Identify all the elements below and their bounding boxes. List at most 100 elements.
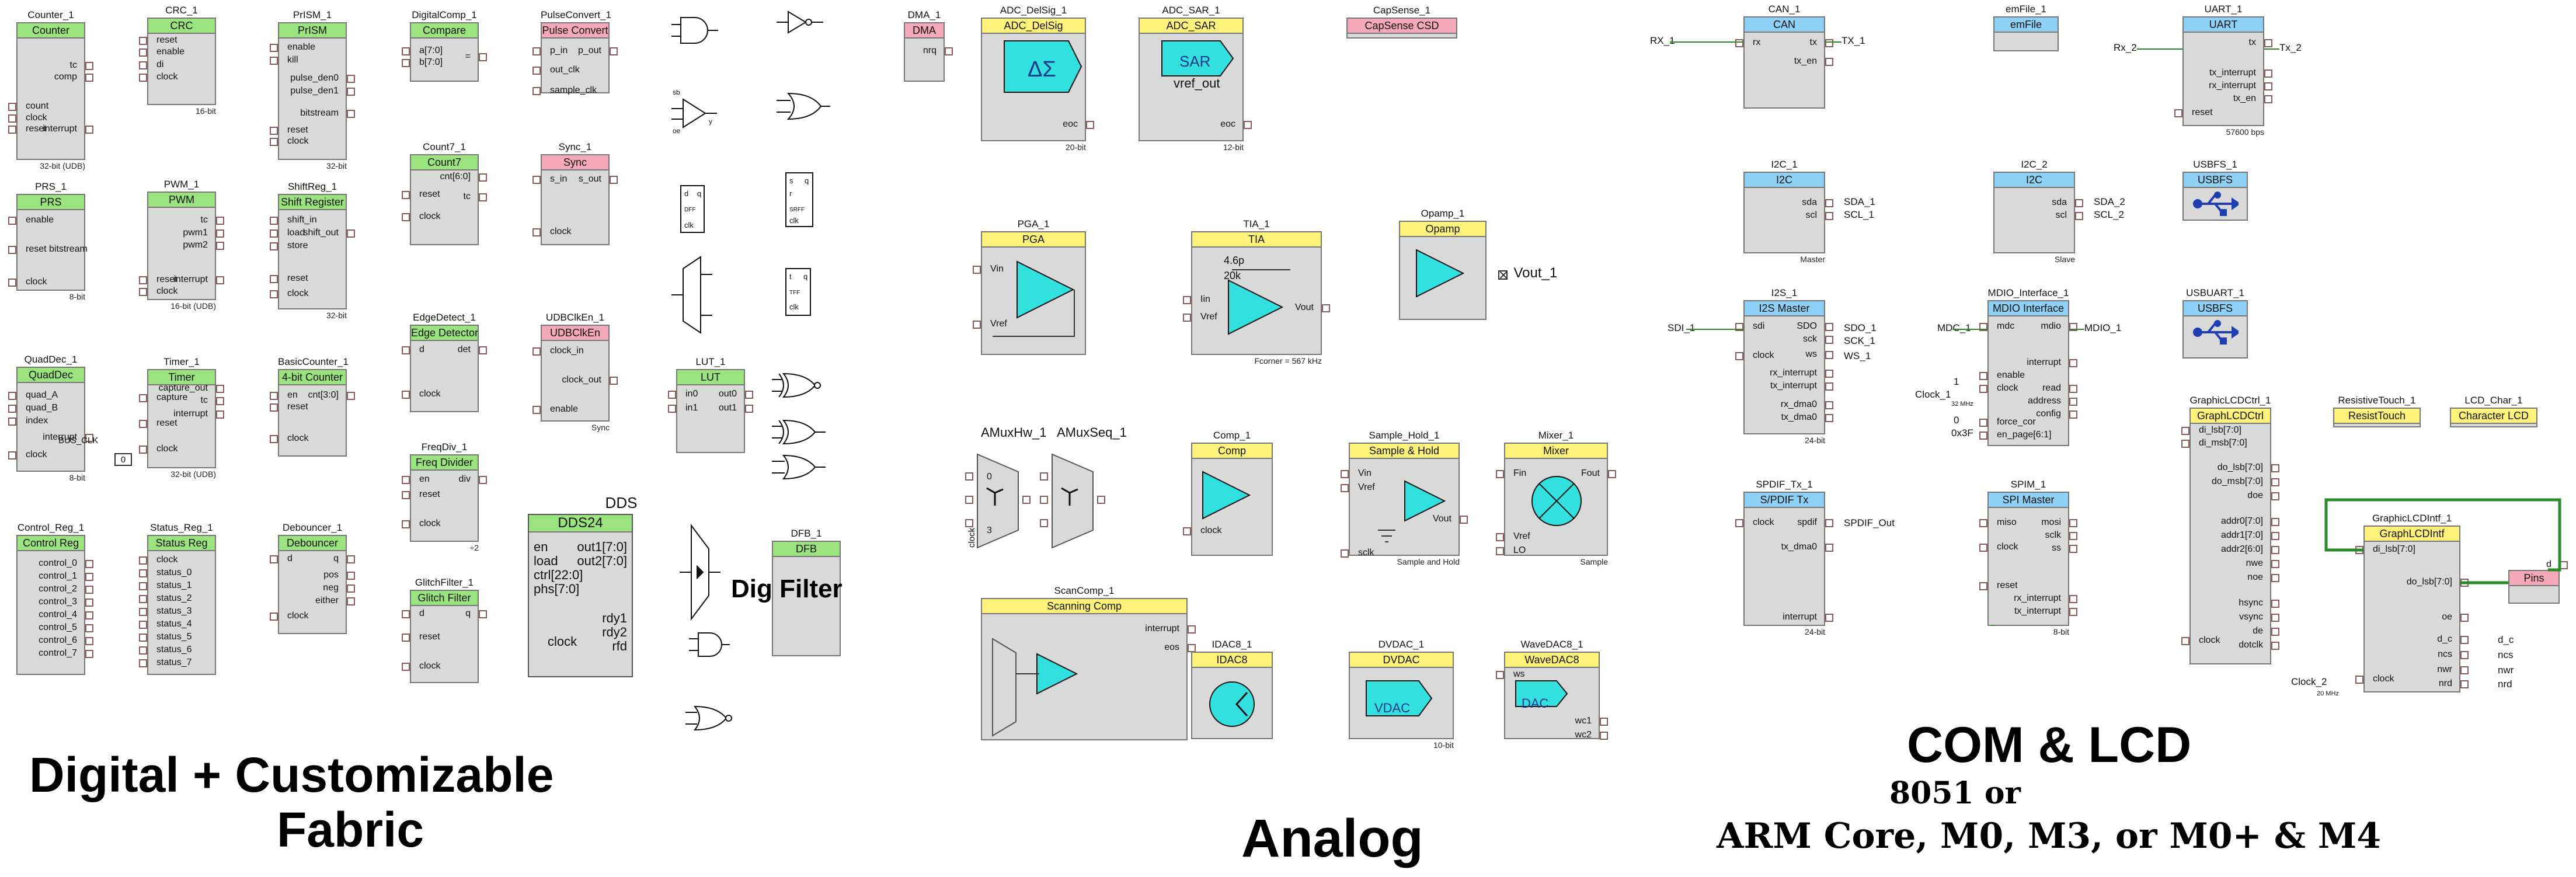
lut-terminal-right[interactable] [745, 391, 753, 399]
ext-rx1[interactable]: RX_1 [1650, 35, 1675, 46]
ext-zero[interactable]: 0 [1954, 415, 1959, 426]
statusreg-terminal-left[interactable] [139, 556, 147, 565]
timer-terminal-left[interactable] [139, 446, 147, 454]
timer-terminal-left[interactable] [139, 420, 147, 428]
lut-terminal-left[interactable] [668, 391, 676, 399]
glitchfilter-terminal-right[interactable] [479, 610, 487, 618]
mdio-terminal-right[interactable] [2069, 410, 2077, 419]
basiccounter-terminal-left[interactable] [270, 392, 278, 400]
compare-terminal-left[interactable] [402, 59, 410, 67]
uart-terminal-right[interactable] [2264, 39, 2272, 47]
ext-nwr[interactable]: nwr [2498, 664, 2514, 676]
controlreg-terminal-right[interactable] [85, 624, 93, 632]
wavedac8-terminal-left[interactable] [1496, 671, 1504, 679]
debouncer-terminal-left[interactable] [270, 612, 278, 621]
pwm-terminal-left[interactable] [139, 288, 147, 296]
counter-terminal-right[interactable] [85, 62, 93, 70]
samplehold-terminal-left[interactable] [1341, 484, 1349, 492]
spim-terminal-right[interactable] [2069, 519, 2077, 527]
glcdctrl-terminal-right[interactable] [2271, 518, 2279, 526]
ext-ws1[interactable]: WS_1 [1844, 350, 1871, 361]
samplehold-terminal-right[interactable] [1460, 516, 1468, 524]
spim-terminal-left[interactable] [1979, 582, 1987, 590]
tia-terminal-left[interactable] [1183, 296, 1191, 304]
counter-terminal-right[interactable] [85, 74, 93, 82]
edgedetect-terminal-left[interactable] [402, 391, 410, 399]
glcdctrl-terminal-right[interactable] [2271, 574, 2279, 582]
counter-terminal-right[interactable] [85, 126, 93, 134]
glcdctrl-terminal-right[interactable] [2271, 560, 2279, 568]
i2s-terminal-right[interactable] [1825, 414, 1833, 422]
ext-scl1[interactable]: SCL_1 [1844, 209, 1874, 220]
udbclken-terminal-left[interactable] [532, 406, 541, 414]
statusreg-terminal-left[interactable] [139, 646, 147, 655]
uart-terminal-right[interactable] [2264, 69, 2272, 78]
glcdctrl-terminal-right[interactable] [2271, 492, 2279, 500]
controlreg-terminal-right[interactable] [85, 598, 93, 607]
wavedac8-terminal-right[interactable] [1600, 732, 1608, 740]
spdif-terminal-right[interactable] [1825, 544, 1833, 552]
timer-terminal-right[interactable] [216, 397, 224, 405]
quaddec-terminal-left[interactable] [8, 405, 16, 413]
glcdctrl-terminal-left[interactable] [2181, 440, 2189, 448]
debouncer-terminal-right[interactable] [347, 597, 355, 605]
glcdctrl-terminal-right[interactable] [2271, 600, 2279, 608]
glcdctrl-terminal-right[interactable] [2271, 464, 2279, 472]
can-terminal-right[interactable] [1825, 58, 1833, 66]
prism-terminal-right[interactable] [347, 75, 355, 83]
ext-spdif-out[interactable]: SPDIF_Out [1844, 517, 1895, 528]
dma-terminal-right[interactable] [945, 47, 953, 55]
ext-tx2[interactable]: Tx_2 [2279, 42, 2302, 53]
ext-rx2[interactable]: Rx_2 [2114, 42, 2137, 53]
glcdctrl-terminal-right[interactable] [2271, 478, 2279, 486]
ext-sck1[interactable]: SCK_1 [1844, 335, 1875, 346]
glcdctrl-terminal-left[interactable] [2181, 637, 2189, 645]
i2c2-terminal-right[interactable] [2075, 199, 2083, 207]
pulseconvert-terminal-right[interactable] [610, 47, 618, 55]
statusreg-terminal-left[interactable] [139, 659, 147, 667]
glcdctrl-terminal-right[interactable] [2271, 614, 2279, 622]
mixer-terminal-right[interactable] [1608, 470, 1616, 478]
debouncer-terminal-right[interactable] [347, 555, 355, 563]
i2c2-terminal-right[interactable] [2075, 212, 2083, 220]
samplehold-terminal-left[interactable] [1341, 470, 1349, 478]
uart-terminal-right[interactable] [2264, 95, 2272, 103]
glcdctrl-terminal-right[interactable] [2271, 642, 2279, 650]
i2s-terminal-right[interactable] [1825, 401, 1833, 409]
shiftreg-terminal-left[interactable] [270, 275, 278, 283]
prism-terminal-left[interactable] [270, 57, 278, 65]
scancomp-terminal-right[interactable] [1188, 625, 1196, 634]
mixer-terminal-left[interactable] [1496, 533, 1504, 541]
glcdctrl-terminal-right[interactable] [2271, 628, 2279, 636]
glitchfilter-terminal-left[interactable] [402, 610, 410, 618]
uart-terminal-right[interactable] [2264, 82, 2272, 91]
glitchfilter-terminal-left[interactable] [402, 634, 410, 642]
ext-sda2[interactable]: SDA_2 [2094, 196, 2125, 207]
statusreg-terminal-left[interactable] [139, 595, 147, 603]
i2s-terminal-right[interactable] [1825, 382, 1833, 391]
mdio-terminal-left[interactable] [1979, 372, 1987, 380]
spdif-terminal-left[interactable] [1735, 519, 1743, 527]
statusreg-terminal-left[interactable] [139, 621, 147, 629]
controlreg-terminal-right[interactable] [85, 637, 93, 645]
samplehold-terminal-left[interactable] [1341, 549, 1349, 558]
debouncer-terminal-right[interactable] [347, 584, 355, 593]
shiftreg-terminal-right[interactable] [347, 229, 355, 238]
ext-ncs[interactable]: ncs [2498, 649, 2514, 660]
quaddec-terminal-left[interactable] [8, 451, 16, 460]
